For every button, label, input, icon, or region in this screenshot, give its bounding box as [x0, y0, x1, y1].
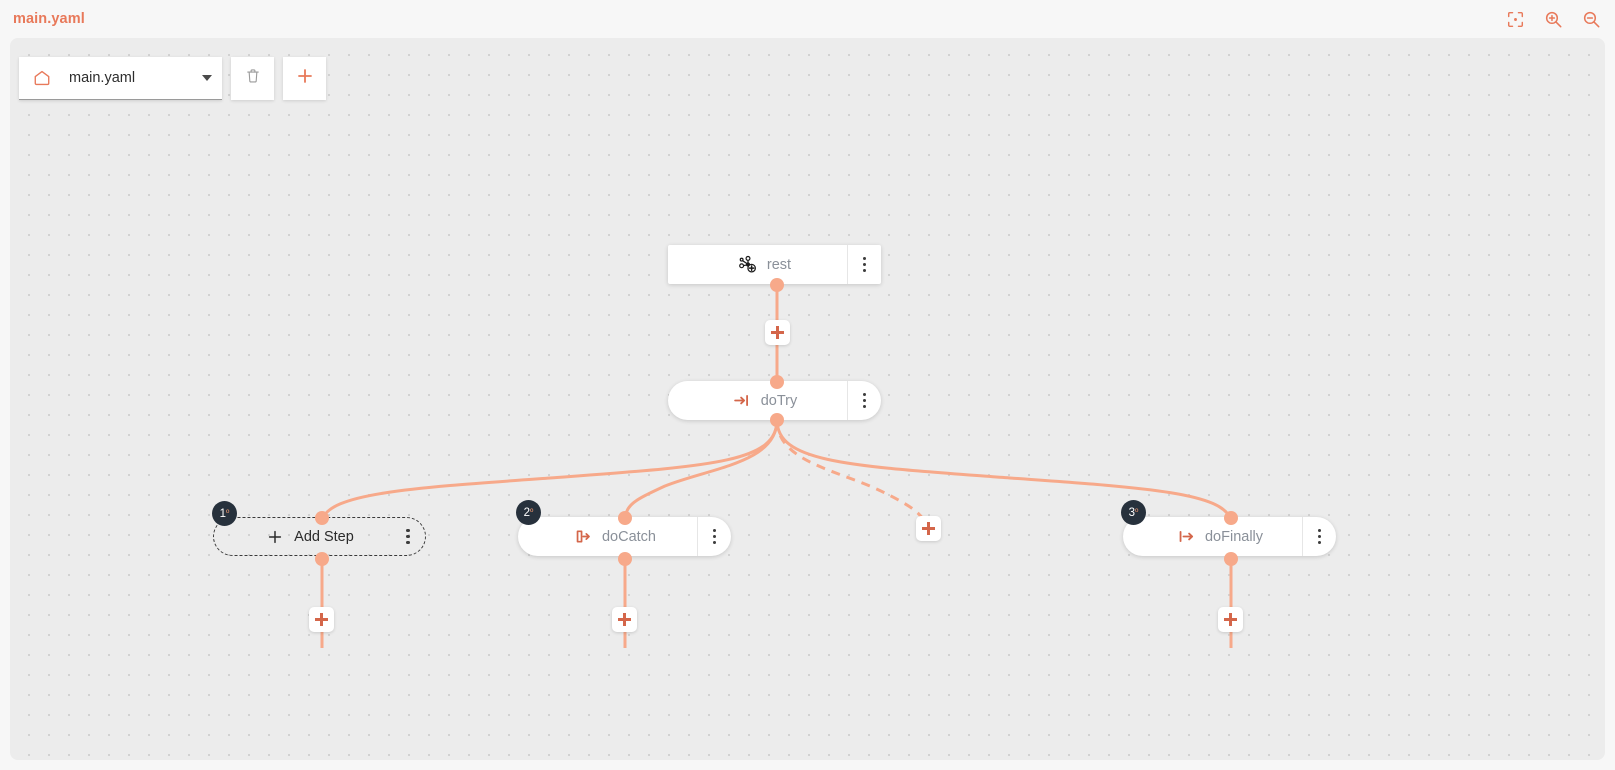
- connector-dot-dotry-out: [770, 413, 784, 427]
- node-dofinally-menu[interactable]: [1302, 517, 1336, 556]
- top-bar-actions: [1505, 9, 1601, 29]
- badge-degree: º: [226, 508, 230, 518]
- node-add-step-label: Add Step: [294, 528, 354, 545]
- graph-layer: rest doTry: [10, 38, 1605, 760]
- chevron-down-icon[interactable]: [202, 75, 212, 81]
- node-rest-label: rest: [766, 256, 792, 273]
- connector-dot-dotry-in: [770, 375, 784, 389]
- edge-dotry-docatch: [623, 419, 779, 521]
- do-catch-icon: [573, 527, 593, 547]
- node-add-step-menu[interactable]: [391, 518, 425, 555]
- do-finally-icon: [1176, 527, 1196, 547]
- file-name-label: main.yaml: [69, 70, 136, 86]
- plus-icon: [295, 66, 315, 91]
- zoom-in-icon[interactable]: [1543, 9, 1563, 29]
- badge-degree: º: [530, 507, 534, 517]
- top-bar: main.yaml: [0, 0, 1615, 38]
- kebab-menu-icon: [406, 529, 410, 544]
- add-between-rest-dotry[interactable]: [765, 320, 790, 345]
- page-title: main.yaml: [13, 11, 85, 27]
- add-after-addstep[interactable]: [309, 607, 334, 632]
- kebab-menu-icon: [862, 257, 867, 272]
- node-dofinally-body[interactable]: doFinally: [1123, 517, 1302, 556]
- file-select[interactable]: main.yaml: [19, 57, 222, 100]
- kebab-menu-icon: [712, 529, 717, 544]
- node-add-step-body[interactable]: Add Step: [214, 518, 391, 555]
- edge-dotry-addstep: [320, 419, 779, 521]
- node-dotry-label: doTry: [760, 392, 798, 409]
- add-branch-placeholder[interactable]: [916, 516, 941, 541]
- edge-dotry-dofinally: [775, 419, 1233, 521]
- add-file-button[interactable]: [283, 57, 326, 100]
- badge-degree: º: [1135, 507, 1139, 517]
- node-dofinally-label: doFinally: [1204, 528, 1264, 545]
- add-after-docatch[interactable]: [612, 607, 637, 632]
- node-docatch-label: doCatch: [601, 528, 656, 545]
- connector-dot-dofinally-out: [1224, 552, 1238, 566]
- file-toolbar: main.yaml: [19, 57, 326, 100]
- badge-number: 1: [219, 507, 227, 520]
- plus-icon: [265, 527, 285, 547]
- node-docatch-body[interactable]: doCatch: [518, 517, 697, 556]
- connector-dot-addstep-out: [315, 552, 329, 566]
- kebab-menu-icon: [1317, 529, 1322, 544]
- node-dotry-body[interactable]: doTry: [668, 381, 847, 420]
- route-canvas[interactable]: main.yaml: [10, 38, 1605, 760]
- node-dotry-menu[interactable]: [847, 381, 881, 420]
- connector-dot-docatch-out: [618, 552, 632, 566]
- add-after-dofinally[interactable]: [1218, 607, 1243, 632]
- node-docatch-menu[interactable]: [697, 517, 731, 556]
- home-icon: [32, 68, 52, 88]
- trash-icon: [244, 67, 262, 90]
- node-rest-body[interactable]: rest: [668, 245, 847, 284]
- rest-service-icon: [738, 255, 758, 275]
- kebab-menu-icon: [862, 393, 867, 408]
- node-rest-menu[interactable]: [847, 245, 881, 284]
- fit-to-screen-icon[interactable]: [1505, 9, 1525, 29]
- delete-file-button[interactable]: [231, 57, 274, 100]
- connector-dot-addstep-in: [315, 511, 329, 525]
- edge-dotry-placeholder: [775, 419, 931, 535]
- connector-dot-rest-out: [770, 278, 784, 292]
- node-rest[interactable]: rest: [668, 245, 881, 284]
- zoom-out-icon[interactable]: [1581, 9, 1601, 29]
- do-try-icon: [732, 391, 752, 411]
- connector-dot-docatch-in: [618, 511, 632, 525]
- connector-dot-dofinally-in: [1224, 511, 1238, 525]
